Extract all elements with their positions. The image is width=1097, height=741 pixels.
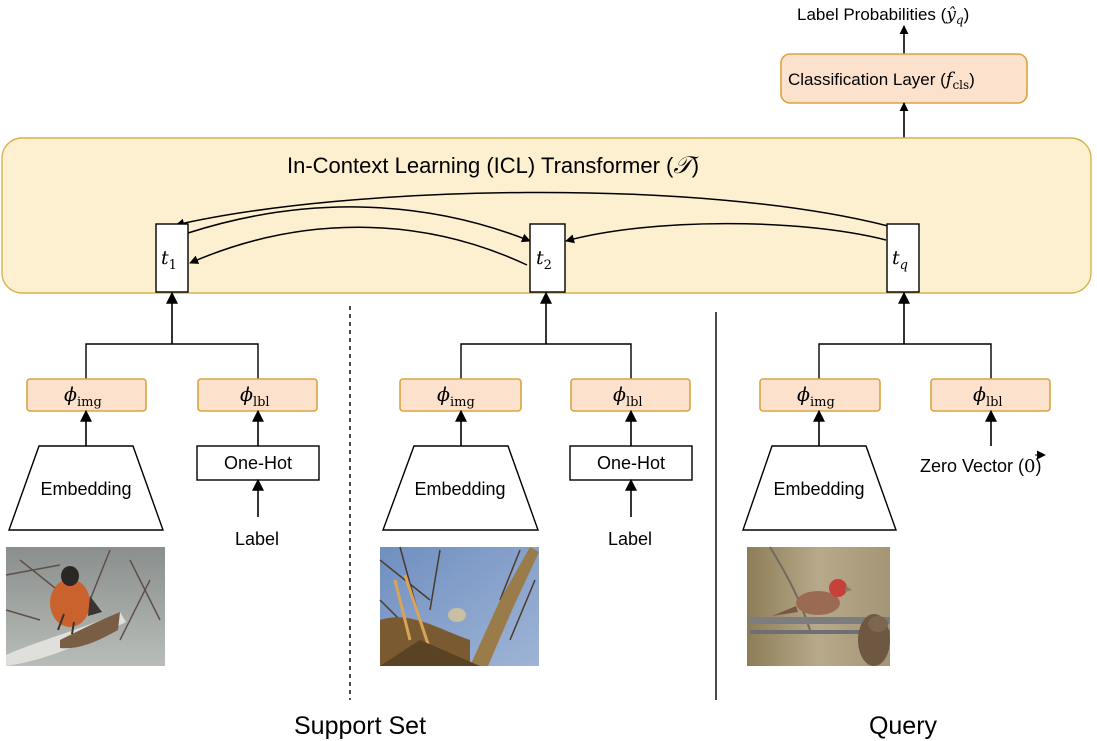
label-input-col1: Label <box>235 529 279 549</box>
phi-img-label-col2: ϕimg <box>437 384 475 410</box>
query-label: Query <box>869 712 938 740</box>
attention-arrow-tq-to-t2 <box>565 222 887 244</box>
embedding-label-query: Embedding <box>773 479 864 499</box>
label-input-col2: Label <box>608 529 652 549</box>
embedding-encoder-query <box>742 445 897 531</box>
token-t1-label: t1 <box>161 247 177 273</box>
attention-arrow-t2-to-t1 <box>189 226 528 266</box>
phi-img-label-query: ϕimg <box>797 384 835 410</box>
token-t2-label: t2 <box>536 247 552 273</box>
classification-layer-label: Classification Layer (fcls) <box>788 69 975 92</box>
support-column-2: ϕimg ϕlbl Embedding One-Hot Label <box>379 291 693 666</box>
zero-vector-label: Zero Vector (0) <box>920 456 1042 477</box>
embedding-label-col2: Embedding <box>414 479 505 499</box>
label-probabilities-text: Label Probabilities (ŷq) <box>797 5 969 27</box>
phi-lbl-label-query: ϕlbl <box>973 384 1003 410</box>
merge-lines-col1 <box>85 343 259 379</box>
robin-bird-photo <box>5 547 165 666</box>
one-hot-label-col1: One-Hot <box>224 453 292 473</box>
one-hot-box-col1 <box>196 445 320 481</box>
embedding-label-col1: Embedding <box>40 479 131 499</box>
embedding-encoder-col2 <box>381 445 539 531</box>
merge-lines-col2 <box>460 343 632 379</box>
attention-arrow-t1-to-t2 <box>187 206 531 243</box>
bird-in-tree-photo <box>379 546 539 666</box>
house-finch-photo <box>747 546 890 666</box>
phi-lbl-label-col1: ϕlbl <box>240 384 270 410</box>
embedding-encoder-col1 <box>8 445 164 531</box>
phi-img-label-col1: ϕimg <box>64 384 102 410</box>
token-t1-box <box>155 223 189 293</box>
icl-transformer-title: In-Context Learning (ICL) Transformer (𝒯… <box>287 151 699 179</box>
attention-arrow-tq-to-t1 <box>175 191 889 228</box>
one-hot-box-col2 <box>569 445 693 481</box>
query-column: ϕimg ϕlbl Embedding Zero Vector (0) <box>742 291 1051 666</box>
support-set-label: Support Set <box>294 712 426 740</box>
phi-lbl-label-col2: ϕlbl <box>613 384 643 410</box>
support-column-1: ϕimg ϕlbl Embedding One-Hot Label <box>5 291 320 666</box>
merge-lines-query <box>818 343 992 379</box>
one-hot-label-col2: One-Hot <box>597 453 665 473</box>
token-tq-label: tq <box>892 247 908 273</box>
